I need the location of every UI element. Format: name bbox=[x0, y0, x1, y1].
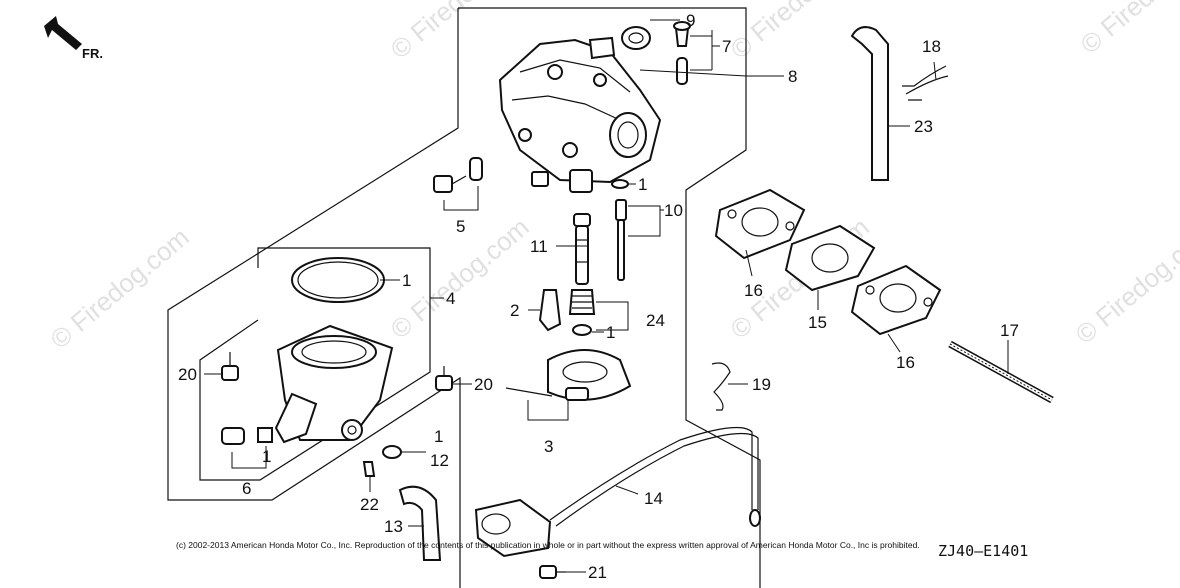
callout-9: 9 bbox=[686, 11, 695, 30]
callout-6: 6 bbox=[242, 479, 251, 498]
part-17-stud-bolt bbox=[948, 340, 1054, 404]
watermark: © Firedog.com bbox=[45, 222, 195, 355]
watermark: © Firedog.com bbox=[1070, 217, 1180, 350]
part-21-screw bbox=[539, 565, 566, 579]
front-direction-label: FR. bbox=[82, 46, 103, 61]
callout-23: 23 bbox=[914, 117, 933, 136]
callout-5: 5 bbox=[456, 217, 465, 236]
part-4-float-chamber bbox=[274, 257, 394, 444]
part-1-washer bbox=[611, 179, 629, 189]
callout-8: 8 bbox=[788, 67, 797, 86]
callout-7: 7 bbox=[722, 37, 731, 56]
part-16-gasket-a bbox=[714, 188, 806, 260]
callout-1: 1 bbox=[402, 271, 411, 290]
watermark: © Firedog.com bbox=[725, 0, 875, 65]
part-24-main-jet bbox=[568, 289, 596, 336]
callout-17: 17 bbox=[1000, 321, 1019, 340]
part-19-clip bbox=[711, 362, 731, 411]
part-23-breather-tube bbox=[850, 26, 889, 181]
assembly-frames bbox=[167, 7, 761, 588]
callout-15: 15 bbox=[808, 313, 827, 332]
callout-1: 1 bbox=[638, 175, 647, 194]
callout-18: 18 bbox=[922, 37, 941, 56]
callout-16: 16 bbox=[896, 353, 915, 372]
part-11-main-nozzle bbox=[573, 213, 591, 285]
part-22-clip bbox=[362, 461, 376, 477]
callout-19: 19 bbox=[752, 375, 771, 394]
part-3-float bbox=[505, 349, 632, 401]
part-16-gasket-b bbox=[850, 264, 942, 336]
part-6-drain-screw bbox=[221, 427, 273, 445]
callout-20: 20 bbox=[474, 375, 493, 394]
part-10-needle-jet bbox=[615, 199, 627, 281]
watermark: © Firedog.com bbox=[1075, 0, 1180, 60]
part-18-clip bbox=[902, 65, 949, 101]
callout-20: 20 bbox=[178, 365, 197, 384]
part-15-insulator bbox=[784, 224, 876, 292]
watermark: © Firedog.com bbox=[385, 0, 535, 65]
callout-12: 12 bbox=[430, 451, 449, 470]
part-7-screw-spring bbox=[673, 21, 691, 85]
part-5-pilot-screw bbox=[433, 157, 483, 193]
callout-11: 11 bbox=[530, 237, 548, 256]
callout-2: 2 bbox=[510, 301, 519, 320]
callout-1: 1 bbox=[606, 323, 615, 342]
callout-labels: 9 7 8 1 10 11 2 1 24 3 5 1 4 20 20 1 6 1… bbox=[178, 11, 1019, 582]
callout-13: 13 bbox=[384, 517, 403, 536]
part-14-fuel-cut-solenoid bbox=[474, 426, 761, 558]
part-20-bolt-right bbox=[435, 366, 453, 391]
callout-24: 24 bbox=[646, 311, 665, 330]
leader-lines bbox=[204, 19, 1009, 573]
copyright-notice: (c) 2002-2013 American Honda Motor Co., … bbox=[176, 540, 920, 550]
front-direction-arrow-icon: FR. bbox=[44, 16, 103, 61]
callout-14: 14 bbox=[644, 489, 663, 508]
callout-3: 3 bbox=[544, 437, 553, 456]
callout-16: 16 bbox=[744, 281, 763, 300]
part-9-seal-ring bbox=[621, 26, 651, 50]
callout-21: 21 bbox=[588, 563, 607, 582]
part-12-washer bbox=[382, 445, 402, 459]
callout-1: 1 bbox=[434, 427, 443, 446]
part-13-drain-tube bbox=[398, 485, 442, 561]
part-20-bolt-left bbox=[221, 352, 239, 381]
part-2-float-valve bbox=[538, 289, 562, 332]
drawing-code: ZJ40—E1401 bbox=[938, 542, 1028, 560]
callout-10: 10 bbox=[664, 201, 683, 220]
callout-4: 4 bbox=[446, 289, 455, 308]
callout-1: 1 bbox=[262, 447, 271, 466]
carburetor-body bbox=[498, 36, 662, 193]
callout-22: 22 bbox=[360, 495, 379, 514]
